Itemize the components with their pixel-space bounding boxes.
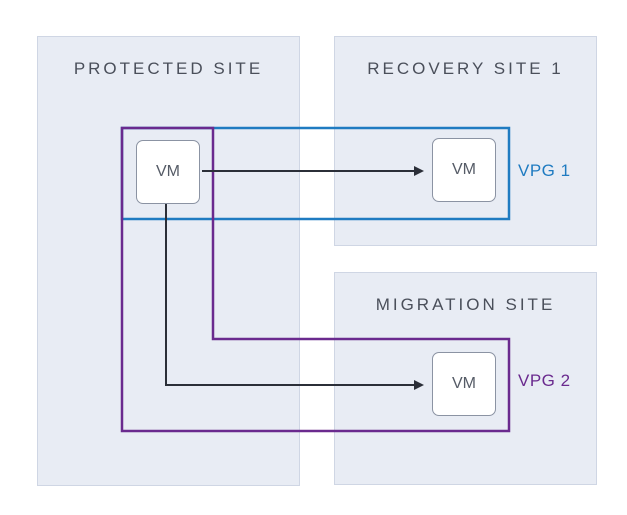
vm-recovery-node[interactable]: VM	[432, 138, 496, 202]
vm-migration-node[interactable]: VM	[432, 352, 496, 416]
recovery-site-title: RECOVERY SITE 1	[367, 59, 564, 78]
recovery-site-panel: RECOVERY SITE 1	[334, 36, 597, 246]
vpg2-boundary	[120, 126, 511, 433]
migration-site-title: MIGRATION SITE	[375, 295, 556, 314]
vpg1-label: VPG 1	[518, 161, 571, 180]
vm-protected-node[interactable]: VM	[136, 140, 200, 204]
protected-site-title: PROTECTED SITE	[73, 59, 264, 78]
protected-site-panel: PROTECTED SITE	[37, 36, 300, 486]
vpg2-label: VPG 2	[518, 371, 571, 390]
replication-arrow-migration	[165, 204, 424, 390]
